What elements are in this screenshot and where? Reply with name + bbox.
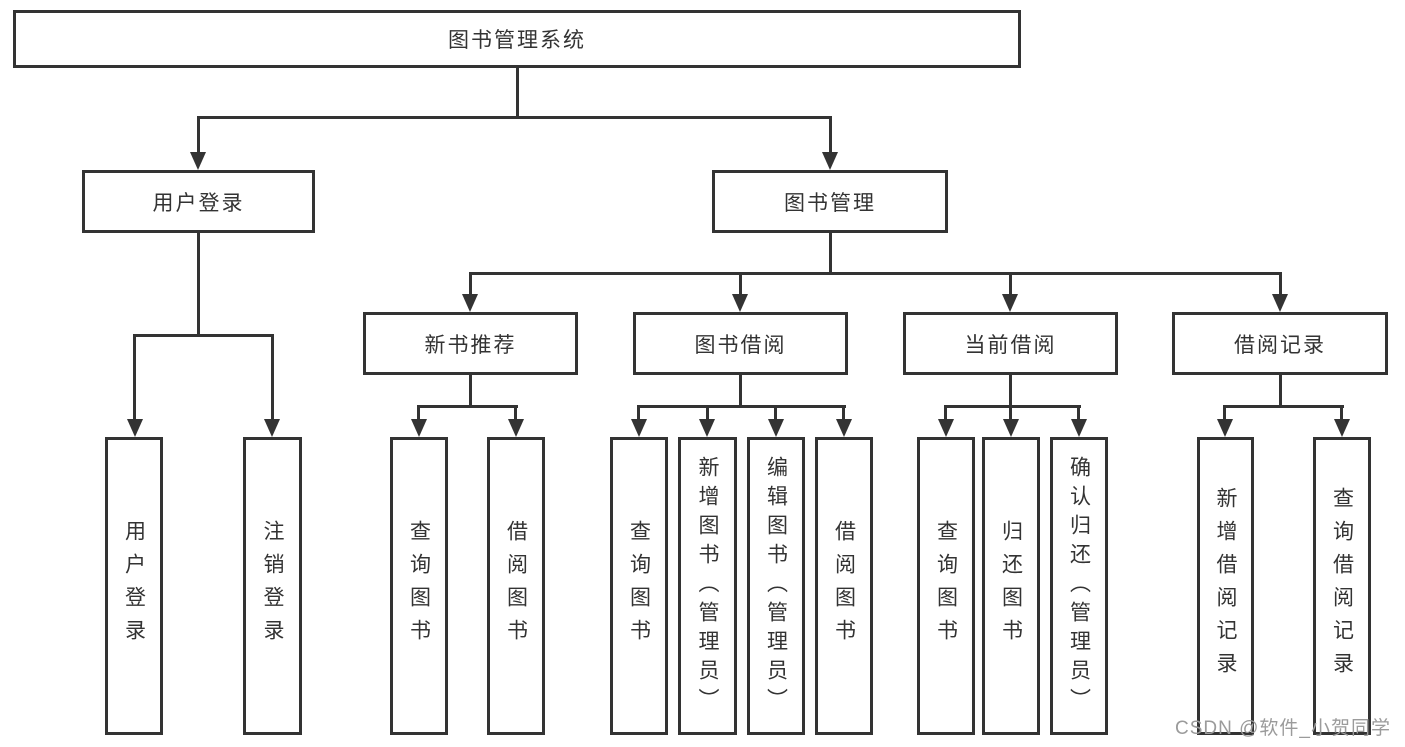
leaf-recommend-query-books: 查询图书 <box>390 437 448 735</box>
node-label: 图书管理 <box>784 191 876 215</box>
connector-line <box>829 116 832 154</box>
leaf-user-login: 用户登录 <box>105 437 163 735</box>
connector-line <box>1009 272 1012 297</box>
arrow-down <box>508 419 524 437</box>
connector-line <box>1223 405 1344 408</box>
connector-line <box>469 272 472 297</box>
connector-line <box>842 405 845 421</box>
node-label: 借阅记录 <box>1234 333 1326 357</box>
node-label: 查询借阅记录 <box>1330 487 1354 685</box>
arrow-down <box>836 419 852 437</box>
connector-line <box>1279 375 1282 407</box>
node-label: 图书管理系统 <box>448 29 586 52</box>
node-label: 借阅图书 <box>504 520 528 652</box>
node-book-borrowing: 图书借阅 <box>633 312 848 375</box>
connector-line <box>197 116 832 119</box>
arrow-down <box>1071 419 1087 437</box>
node-new-book-recommend: 新书推荐 <box>363 312 578 375</box>
arrow-down <box>411 419 427 437</box>
leaf-borrowing-query-books: 查询图书 <box>610 437 668 735</box>
node-label: 归还图书 <box>999 520 1023 652</box>
arrow-down <box>127 419 143 437</box>
connector-line <box>944 405 947 421</box>
node-label: 查询图书 <box>407 520 431 652</box>
leaf-borrowing-add-books-admin: 新增图书（管理员） <box>678 437 737 735</box>
leaf-current-query-books: 查询图书 <box>917 437 975 735</box>
node-user-login: 用户登录 <box>82 170 315 233</box>
node-library-management-system: 图书管理系统 <box>13 10 1021 68</box>
connector-line <box>197 116 200 154</box>
node-label: 编辑图书（管理员） <box>764 455 788 717</box>
connector-line <box>417 405 518 408</box>
connector-line <box>133 334 136 422</box>
connector-line <box>469 375 472 407</box>
connector-line <box>1279 272 1282 297</box>
arrow-down <box>768 419 784 437</box>
leaf-current-confirm-return-admin: 确认归还（管理员） <box>1050 437 1108 735</box>
leaf-borrowing-edit-books-admin: 编辑图书（管理员） <box>747 437 805 735</box>
arrow-down <box>732 294 748 312</box>
node-label: 图书借阅 <box>694 333 787 357</box>
connector-line <box>1223 405 1226 421</box>
connector-line <box>514 405 517 421</box>
connector-line <box>637 405 640 421</box>
node-book-management: 图书管理 <box>712 170 948 233</box>
arrow-down <box>190 152 206 170</box>
node-label: 用户登录 <box>122 520 146 652</box>
leaf-current-return-books: 归还图书 <box>982 437 1040 735</box>
node-borrowing-records: 借阅记录 <box>1172 312 1388 375</box>
connector-line <box>637 405 846 408</box>
connector-line <box>774 405 777 421</box>
connector-line <box>133 334 274 337</box>
arrow-down <box>462 294 478 312</box>
node-label: 查询图书 <box>934 520 958 652</box>
leaf-logout: 注销登录 <box>243 437 302 735</box>
connector-line <box>197 233 200 336</box>
connector-line <box>417 405 420 421</box>
connector-line <box>1009 375 1012 407</box>
leaf-records-add-record: 新增借阅记录 <box>1197 437 1254 735</box>
node-label: 当前借阅 <box>964 333 1057 357</box>
node-label: 确认归还（管理员） <box>1067 455 1091 717</box>
connector-line <box>739 272 742 297</box>
node-label: 借阅图书 <box>832 520 856 652</box>
node-label: 新增借阅记录 <box>1214 487 1237 685</box>
leaf-recommend-borrow-books: 借阅图书 <box>487 437 545 735</box>
arrow-down <box>631 419 647 437</box>
arrow-down <box>822 152 838 170</box>
arrow-down <box>1334 419 1350 437</box>
node-label: 注销登录 <box>261 520 284 652</box>
leaf-records-query-record: 查询借阅记录 <box>1313 437 1371 735</box>
leaf-borrowing-borrow-books: 借阅图书 <box>815 437 873 735</box>
connector-line <box>469 272 1282 275</box>
node-label: 用户登录 <box>152 191 245 215</box>
node-label: 查询图书 <box>627 520 651 652</box>
arrow-down <box>1272 294 1288 312</box>
connector-line <box>739 375 742 407</box>
arrow-down <box>1003 419 1019 437</box>
connector-line <box>1009 405 1012 421</box>
node-label: 新书推荐 <box>424 333 517 357</box>
arrow-down <box>264 419 280 437</box>
connector-line <box>706 405 709 421</box>
connector-line <box>1077 405 1080 421</box>
connector-line <box>944 405 1081 408</box>
connector-line <box>271 334 274 422</box>
arrow-down <box>938 419 954 437</box>
connector-line <box>829 233 832 275</box>
connector-line <box>1340 405 1343 421</box>
node-label: 新增图书（管理员） <box>696 455 719 717</box>
node-current-borrowing: 当前借阅 <box>903 312 1118 375</box>
arrow-down <box>699 419 715 437</box>
connector-line <box>516 68 519 118</box>
arrow-down <box>1217 419 1233 437</box>
arrow-down <box>1002 294 1018 312</box>
